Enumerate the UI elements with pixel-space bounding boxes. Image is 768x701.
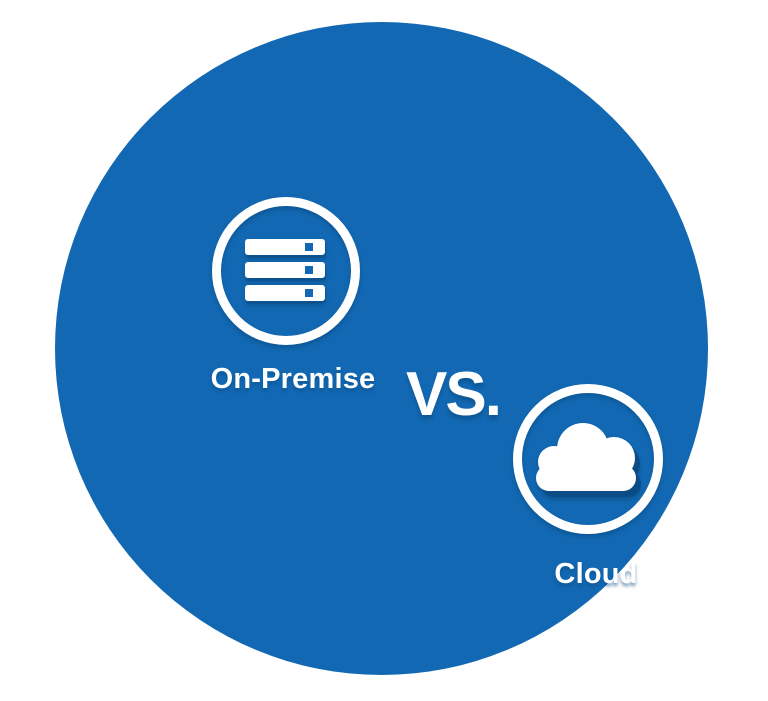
cloud-label: Cloud <box>554 558 638 590</box>
versus-label: VS. <box>406 360 502 429</box>
cloud-icon <box>536 423 641 497</box>
comparison-circle-background: On-Premise VS. Cloud <box>55 22 708 675</box>
on-premise-ring <box>212 197 360 345</box>
cloud-ring <box>513 384 663 534</box>
server-stack-icon <box>245 239 325 301</box>
on-premise-label: On-Premise <box>210 363 376 395</box>
